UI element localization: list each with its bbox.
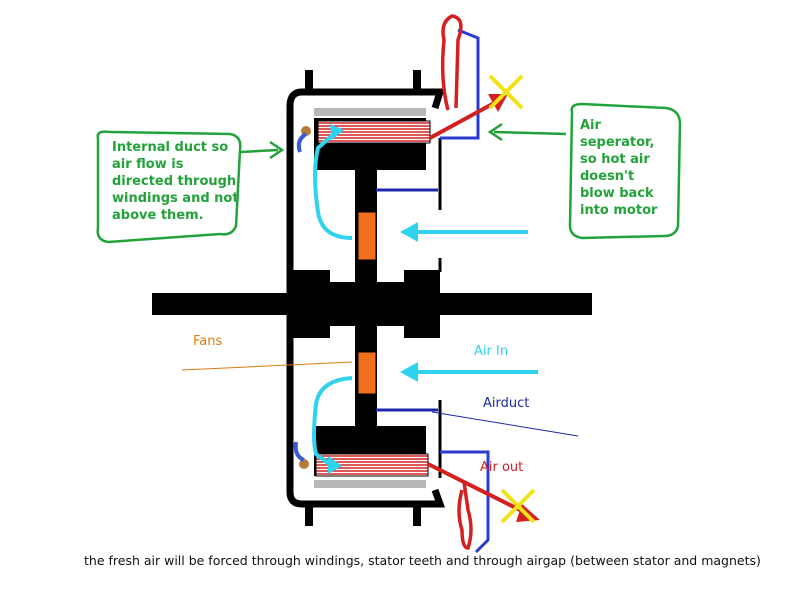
housing-foot-top-right bbox=[413, 70, 421, 94]
diagram-caption: the fresh air will be forced through win… bbox=[84, 553, 761, 568]
housing-foot-bottom-right bbox=[413, 502, 421, 526]
hub bbox=[328, 282, 408, 326]
right-bearing bbox=[404, 270, 440, 338]
blocked-mark-upper bbox=[488, 74, 524, 110]
air-in-arrow-upper bbox=[400, 222, 528, 242]
stator-upper-top bbox=[314, 108, 426, 116]
fan-upper bbox=[357, 211, 377, 261]
outer-duct-upper bbox=[440, 28, 480, 140]
fans-label: Fans bbox=[193, 334, 223, 349]
airduct-leader-line bbox=[431, 411, 579, 437]
blocked-mark-lower bbox=[500, 488, 536, 524]
air-separator-note-balloon bbox=[568, 102, 682, 240]
hot-air-squiggle-upper bbox=[440, 14, 463, 111]
air-separator-pointer-arrow bbox=[487, 122, 567, 142]
air-flow-curve-lower bbox=[312, 376, 353, 474]
internal-duct-lower bbox=[293, 441, 305, 462]
air-separator-note: Air seperator, so hot air doesn't blow b… bbox=[580, 118, 658, 218]
fans-leader-line bbox=[181, 361, 353, 371]
fan-lower bbox=[357, 351, 377, 395]
air-flow-curve-upper bbox=[313, 124, 353, 240]
winding-lower bbox=[315, 453, 429, 477]
winding-upper bbox=[317, 120, 431, 144]
internal-duct-upper bbox=[296, 132, 308, 153]
airduct-label: Airduct bbox=[483, 396, 530, 411]
hot-air-out-arrow-upper bbox=[429, 94, 508, 140]
housing-foot-top-left bbox=[305, 70, 313, 94]
air-out-label: Air out bbox=[480, 460, 524, 475]
housing-foot-bottom-left bbox=[305, 502, 313, 526]
left-bearing bbox=[290, 270, 330, 338]
air-in-arrow-lower bbox=[400, 362, 538, 382]
stator-lower-bottom bbox=[314, 480, 426, 488]
air-in-label: Air In bbox=[474, 344, 509, 359]
winding-end-lower bbox=[299, 459, 309, 469]
internal-duct-note: Internal duct so air flow is directed th… bbox=[112, 140, 239, 223]
internal-duct-note-balloon bbox=[96, 130, 242, 244]
internal-duct-pointer-arrow bbox=[239, 140, 285, 160]
hot-air-squiggle-lower bbox=[457, 481, 473, 550]
